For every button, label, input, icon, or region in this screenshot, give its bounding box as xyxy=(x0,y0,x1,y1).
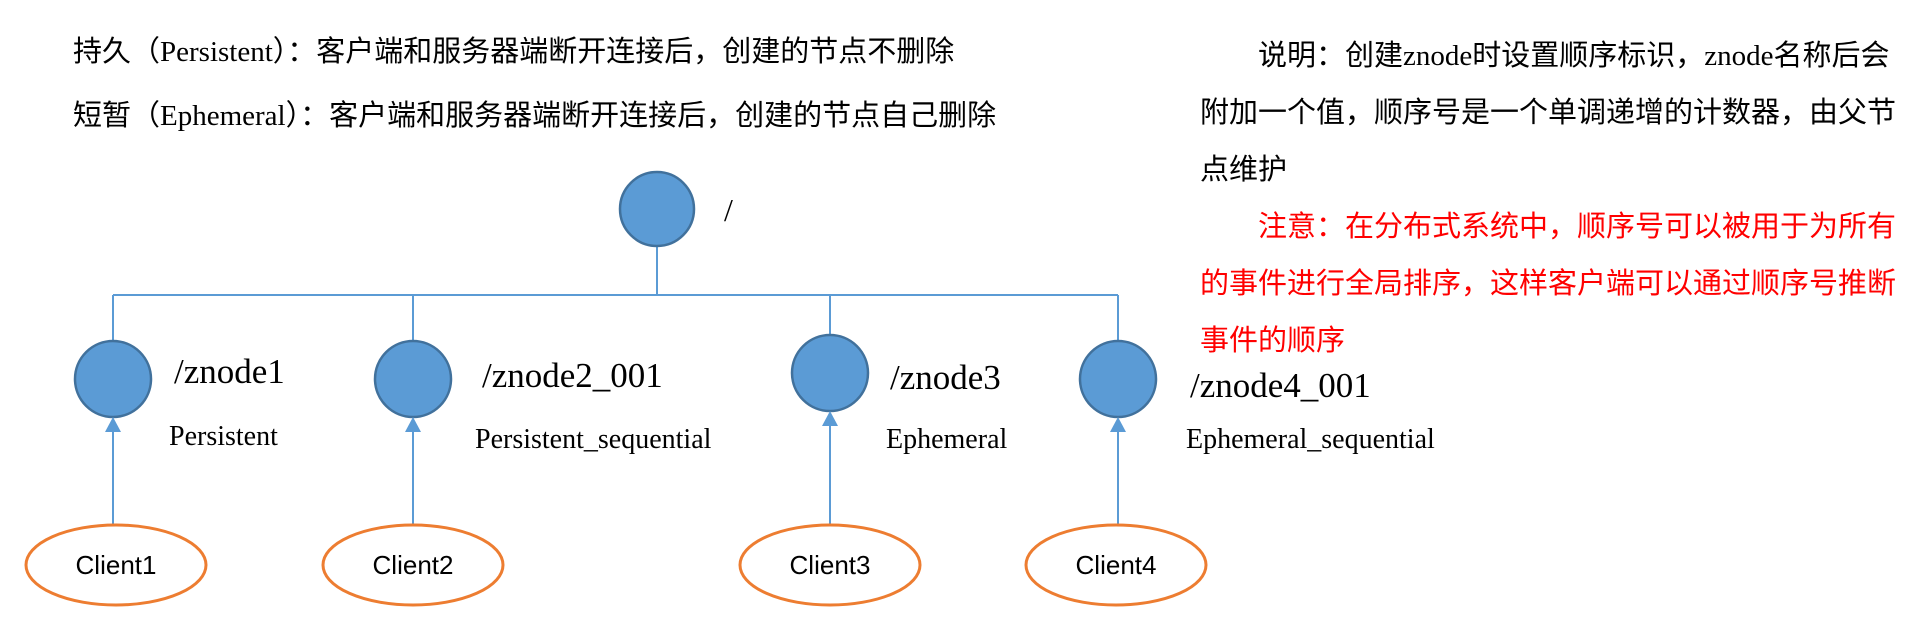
znode-type: Persistent_sequential xyxy=(475,424,712,455)
znode-type: Ephemeral_sequential xyxy=(1186,424,1435,455)
znode-circle xyxy=(790,333,870,413)
znode-circle xyxy=(373,339,453,419)
arrowhead-icon xyxy=(405,417,421,432)
client-label: Client3 xyxy=(790,550,871,580)
root-node: / xyxy=(618,170,733,248)
client-label: Client1 xyxy=(76,550,157,580)
client-ellipse xyxy=(1024,523,1208,607)
persistent-description: 持久（Persistent）：客户端和服务器端断开连接后，创建的节点不删除 xyxy=(73,36,955,68)
znode-circle xyxy=(73,339,153,419)
znode-1: /znode1 Persistent Client1 xyxy=(24,339,285,607)
znode-type: Persistent xyxy=(169,421,278,452)
znode-path: /znode1 xyxy=(174,352,285,391)
arrowhead-icon xyxy=(822,411,838,426)
znode-path: /znode4_001 xyxy=(1190,366,1371,405)
znode-circle xyxy=(1078,339,1158,419)
arrowhead-icon xyxy=(105,417,121,432)
znode-2: /znode2_001 Persistent_sequential Client… xyxy=(321,339,712,607)
znode-path: /znode2_001 xyxy=(482,356,663,395)
arrowhead-icon xyxy=(1110,417,1126,432)
root-label: / xyxy=(724,192,733,228)
znode-4: /znode4_001 Ephemeral_sequential Client4 xyxy=(1024,339,1435,607)
tree-edges xyxy=(112,246,1119,341)
client-ellipse xyxy=(24,523,208,607)
znode-3: /znode3 Ephemeral Client3 xyxy=(738,333,1007,607)
znode-path: /znode3 xyxy=(890,358,1001,397)
client-label: Client4 xyxy=(1076,550,1157,580)
client-label: Client2 xyxy=(373,550,454,580)
ephemeral-description: 短暂（Ephemeral）：客户端和服务器端断开连接后，创建的节点自己删除 xyxy=(73,100,997,132)
sequence-explanation: 说明：创建znode时设置顺序标识，znode名称后会附加一个值，顺序号是一个单… xyxy=(1200,40,1897,186)
note-panel: 说明：创建znode时设置顺序标识，znode名称后会附加一个值，顺序号是一个单… xyxy=(1200,28,1900,370)
sequence-warning: 注意：在分布式系统中，顺序号可以被用于为所有的事件进行全局排序，这样客户端可以通… xyxy=(1200,211,1897,357)
client-ellipse xyxy=(321,523,505,607)
znode-type: Ephemeral xyxy=(886,424,1007,455)
client-ellipse xyxy=(738,523,922,607)
root-circle xyxy=(618,170,696,248)
